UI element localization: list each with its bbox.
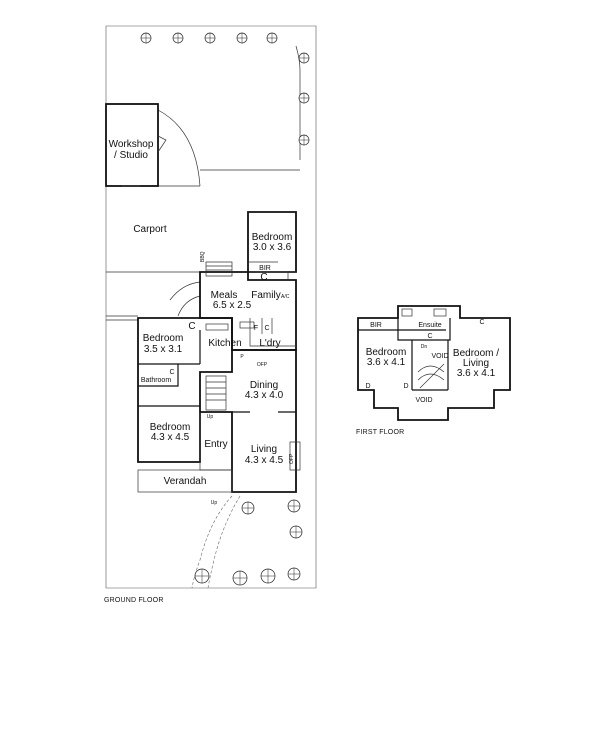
workshop-label: Workshop xyxy=(109,139,154,150)
ff-down-label: Dn xyxy=(421,344,428,350)
meals-size: 6.5 x 2.5 xyxy=(213,300,252,311)
meals-label: Meals xyxy=(211,290,238,301)
pantry-label: P xyxy=(240,354,244,360)
tree-icon xyxy=(298,134,310,146)
ff-void-label: VOID xyxy=(415,397,432,404)
ensuite-fixture xyxy=(433,308,447,317)
ground-floor-plan: Workshop / Studio Carport Bedroom 3.0 x … xyxy=(104,25,317,604)
garden-arc xyxy=(157,109,201,187)
workshop-door xyxy=(157,135,167,153)
bathroom-cupboard-label: C xyxy=(169,369,174,376)
kitchen-island xyxy=(239,321,255,329)
ofp-label: OFP xyxy=(257,362,268,368)
ff-cupboard-label-2: C xyxy=(427,333,432,340)
ff-void-small-label: VOID xyxy=(431,353,448,360)
tree-icon xyxy=(287,567,301,581)
laundry-cupboard-label: C xyxy=(264,325,269,332)
laundry-label: L'dry xyxy=(259,338,280,349)
tree-icon xyxy=(266,32,278,44)
tree-icon xyxy=(289,525,303,539)
garden-arc xyxy=(177,295,201,317)
ff-bedroom-living-label: Bedroom / xyxy=(453,348,499,359)
fireplace xyxy=(289,441,301,471)
cupboard-label: C xyxy=(260,272,267,283)
carport-label: Carport xyxy=(133,224,167,235)
garden-path-line xyxy=(295,45,301,160)
left-wing-outline xyxy=(137,317,233,463)
bathroom-wall xyxy=(138,364,200,407)
bedroom-upper-size: 3.0 x 3.6 xyxy=(253,242,292,253)
bedroom-mid-label: Bedroom xyxy=(143,333,184,344)
bbq-label: BBQ xyxy=(200,251,206,262)
bathroom-label: Bathroom xyxy=(141,377,172,384)
family-cupboard xyxy=(256,271,289,280)
bedroom-mid-size: 3.5 x 3.1 xyxy=(144,344,183,355)
tree-icon xyxy=(287,499,301,513)
tree-icon xyxy=(298,92,310,104)
tree-icon xyxy=(204,32,216,44)
front-up-label: Up xyxy=(211,500,218,506)
ff-bedroom-living-size: 3.6 x 4.1 xyxy=(457,368,496,379)
laundry-walls xyxy=(249,318,296,347)
first-floor-stair xyxy=(417,363,445,389)
verandah-label: Verandah xyxy=(164,476,207,487)
ensuite-fixture xyxy=(401,308,413,317)
bedroom-lower-label: Bedroom xyxy=(150,422,191,433)
ac-label: A/C xyxy=(281,294,290,300)
ff-bedroom-living-label-2: Living xyxy=(463,358,489,369)
first-floor-plan: BIR Ensuite C C Dn VOID Bedroom 3.6 x 4.… xyxy=(356,305,511,436)
tree-icon xyxy=(298,52,310,64)
family-label: Family xyxy=(251,290,280,301)
dining-size: 4.3 x 4.0 xyxy=(245,390,284,401)
fence-line xyxy=(106,315,138,321)
stair xyxy=(205,375,227,411)
tree-icon xyxy=(232,570,248,586)
tree-icon xyxy=(241,501,255,515)
living-size: 4.3 x 4.5 xyxy=(245,455,284,466)
tree-icon xyxy=(236,32,248,44)
first-floor-outline xyxy=(357,305,511,421)
bedroom-lower-size: 4.3 x 4.5 xyxy=(151,432,190,443)
bbq-steps xyxy=(205,261,233,277)
ofp-side-label: OFP xyxy=(289,453,295,464)
cupboard-label-2: C xyxy=(188,321,195,332)
fridge-label: F xyxy=(254,325,258,332)
verandah-outline xyxy=(137,469,233,493)
ff-bedroom-size: 3.6 x 4.1 xyxy=(367,357,406,368)
tree-icon xyxy=(140,32,152,44)
ff-door-label: D xyxy=(365,383,370,390)
living-label: Living xyxy=(251,444,277,455)
property-boundary xyxy=(105,25,317,589)
bedroom-mid-wall xyxy=(138,330,201,365)
ff-bedroom-label: Bedroom xyxy=(366,347,407,358)
landing-walls xyxy=(411,340,449,391)
workshop-label-2: / Studio xyxy=(114,150,148,161)
tree-icon xyxy=(260,568,276,584)
garden-arc xyxy=(169,281,201,301)
ff-cupboard-label: C xyxy=(479,319,484,326)
ff-ensuite-label: Ensuite xyxy=(418,322,441,329)
dining-label: Dining xyxy=(250,380,278,391)
tree-icon xyxy=(194,568,210,584)
stair-up-label: Up xyxy=(207,414,214,420)
tree-icon xyxy=(172,32,184,44)
ground-floor-caption: GROUND FLOOR xyxy=(104,597,164,604)
kitchen-label: Kitchen xyxy=(208,338,241,349)
ensuite-wall xyxy=(397,318,451,341)
entry-label: Entry xyxy=(204,439,227,450)
bir-label: BIR xyxy=(259,265,271,272)
bir-divider xyxy=(248,261,296,273)
front-path xyxy=(191,495,233,589)
first-floor-caption: FIRST FLOOR xyxy=(356,429,404,436)
ff-bir-label: BIR xyxy=(370,322,382,329)
ff-door-label-2: D xyxy=(403,383,408,390)
bedroom-upper-label: Bedroom xyxy=(252,232,293,243)
kitchen-bench xyxy=(205,323,229,331)
